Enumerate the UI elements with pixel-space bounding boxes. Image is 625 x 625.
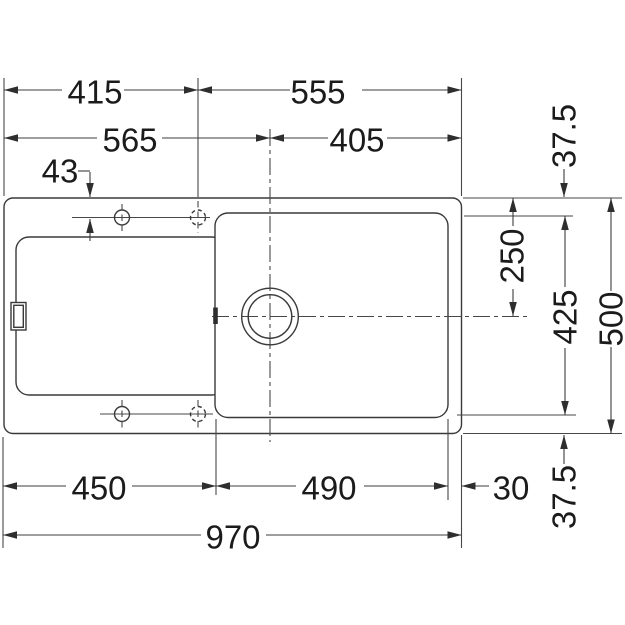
sink-outline-group	[3, 197, 463, 435]
tap-hole-top-right-optional	[189, 209, 207, 226]
overflow-slot-inner	[13, 304, 25, 328]
dim-label-415: 415	[67, 74, 122, 111]
dim-label-37-5-bottom: 37.5	[546, 465, 583, 529]
dim-label-250: 250	[494, 228, 531, 283]
dim-label-43: 43	[42, 153, 79, 190]
dim-label-405: 405	[329, 122, 384, 159]
dim-label-425: 425	[547, 289, 584, 344]
bowl-overflow-mark	[213, 307, 218, 324]
dim-label-970: 970	[205, 519, 260, 556]
sink-details	[10, 204, 299, 428]
bowl-outline	[214, 212, 449, 419]
dim-label-37-5-top: 37.5	[546, 104, 583, 168]
dim-label-555: 555	[290, 74, 345, 111]
centerlines	[212, 129, 527, 442]
dim-label-30: 30	[493, 470, 530, 507]
drain-inner-circle	[247, 294, 293, 340]
drain-outer-circle	[240, 287, 299, 346]
dim-label-500: 500	[593, 291, 625, 346]
dim-label-490: 490	[301, 470, 356, 507]
dimension-lines	[3, 86, 615, 539]
dim-label-450: 450	[71, 470, 126, 507]
dim-label-565: 565	[102, 122, 157, 159]
dimension-labels: 415 555 565 405 43 450 490 30 970 37.5 2…	[42, 74, 625, 556]
overflow-slot-outer	[10, 301, 27, 331]
drainer-area	[15, 236, 226, 396]
